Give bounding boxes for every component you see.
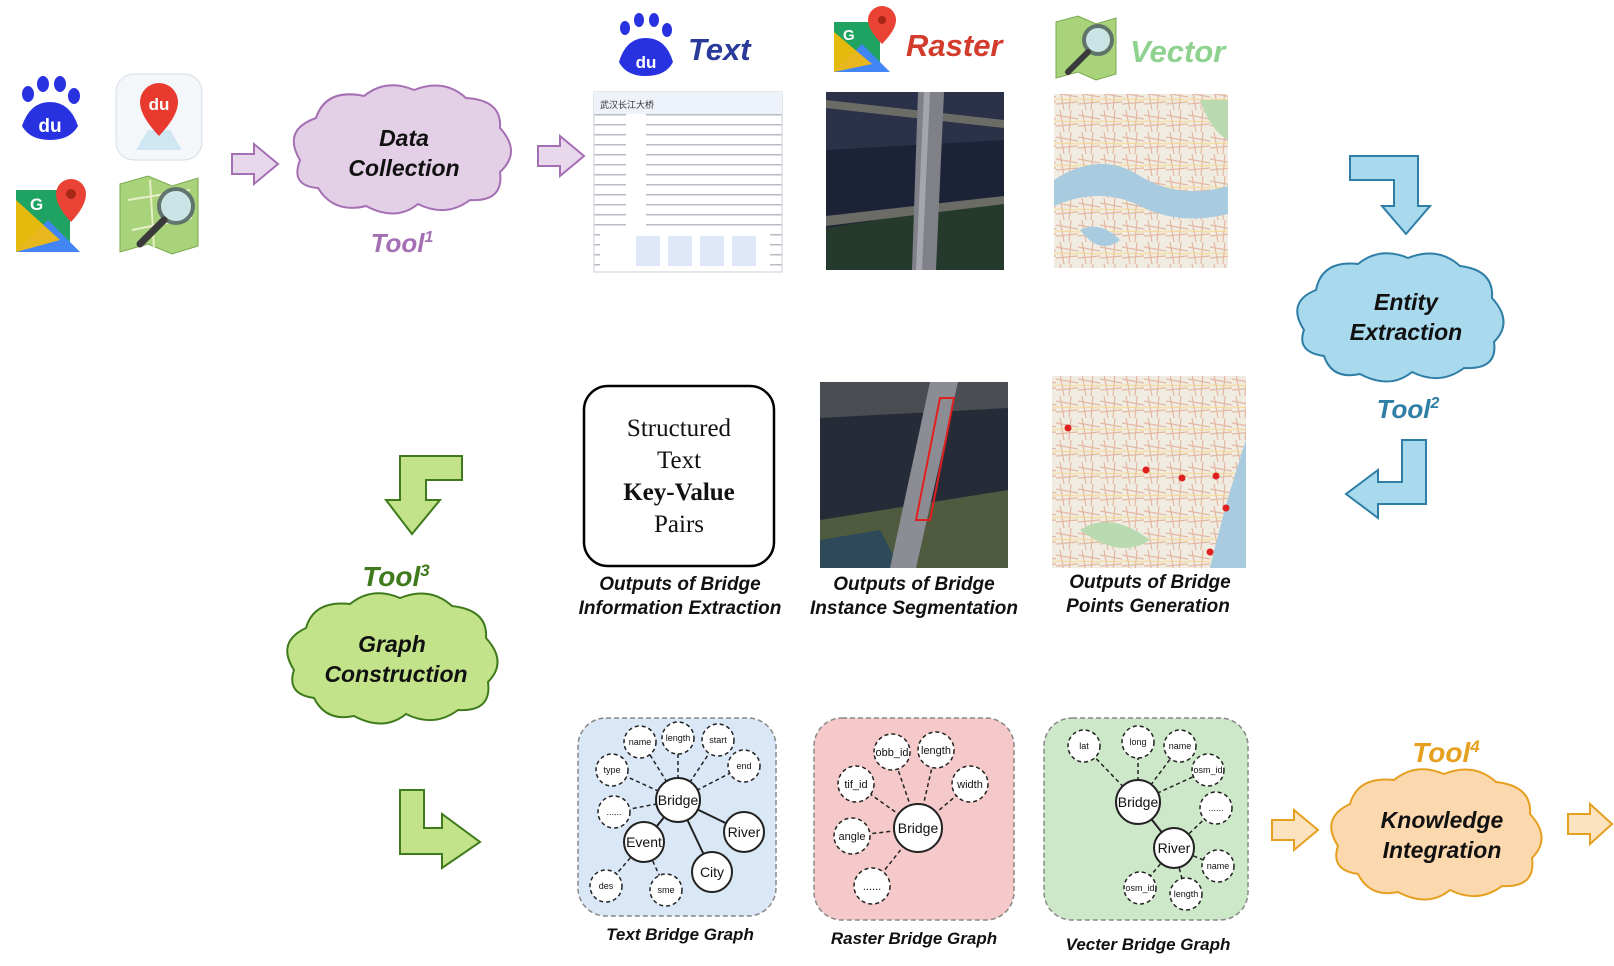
node-bridge: Bridge: [1118, 794, 1159, 810]
attr-node: width: [956, 779, 983, 791]
arrow-right-icon: [231, 141, 280, 187]
arrow-left-icon: [1344, 439, 1427, 520]
bridge-point-icon: [1142, 466, 1150, 474]
points-caption-2: Points Generation: [1066, 596, 1230, 617]
source-vector-label: Vector: [1130, 34, 1227, 69]
vector-bridge-graph: Bridge River lat long name osm_id ......…: [1043, 717, 1249, 921]
tool4-label: Tool4: [1412, 737, 1480, 768]
info-extraction-caption-1: Outputs of Bridge: [599, 574, 761, 595]
baidu-maps-icon: du: [115, 73, 203, 161]
arrow-right-icon: [537, 133, 586, 179]
structured-text-line1: Structured: [627, 415, 732, 442]
knowledge-integration-cloud: Knowledge Integration: [1330, 768, 1543, 901]
arrow-down-icon: [1349, 155, 1433, 236]
doc-title: 武汉长江大桥: [600, 99, 654, 111]
attr-node: lat: [1079, 741, 1089, 751]
attr-node: long: [1129, 737, 1146, 747]
attr-node: type: [603, 765, 620, 775]
bridge-point-icon: [1064, 424, 1072, 432]
baidu-paw-icon: du: [22, 76, 80, 140]
attr-node: osm_id: [1125, 883, 1154, 893]
info-extraction-caption-2: Information Extraction: [579, 598, 782, 619]
attr-node: length: [666, 733, 691, 743]
source-raster-label: Raster: [906, 28, 1004, 63]
google-raster-icon: G: [834, 5, 896, 72]
raster-bridge-graph: Bridge obb_id length tif_id width angle …: [813, 717, 1015, 921]
segmentation-image: [820, 382, 1008, 568]
graph-construction-line2: Construction: [324, 661, 467, 687]
structured-text-box: Structured Text Key-Value Pairs: [582, 384, 776, 568]
raster-satellite-image: [826, 92, 1004, 270]
data-collection-cloud: Data Collection: [292, 84, 512, 215]
node-river: River: [1158, 840, 1191, 856]
baidu-maps-logo-text: du: [149, 95, 170, 114]
attr-node: sme: [657, 885, 674, 895]
tool3-label: Tool3: [362, 561, 430, 592]
entity-extraction-line2: Extraction: [1350, 319, 1462, 345]
attr-node: ......: [606, 807, 621, 817]
bridge-point-icon: [1212, 472, 1220, 480]
source-text-label: Text: [688, 32, 752, 67]
tool2-label: Tool2: [1377, 394, 1440, 424]
attr-node: start: [709, 735, 727, 745]
attr-node: ......: [863, 881, 881, 893]
attr-node: des: [599, 881, 614, 891]
attr-node: name: [629, 737, 652, 747]
node-river: River: [728, 824, 761, 840]
google-logo-text: G: [30, 195, 43, 214]
openstreetmap-icon: [119, 175, 199, 255]
node-event: Event: [626, 834, 662, 850]
arrow-right-icon: [399, 789, 482, 870]
bridge-point-icon: [1222, 504, 1230, 512]
points-caption-1: Outputs of Bridge: [1069, 572, 1231, 593]
tool1-label: Tool1: [371, 228, 434, 258]
structured-text-line3: Key-Value: [623, 479, 735, 506]
knowledge-integration-line2: Integration: [1383, 837, 1502, 863]
entity-extraction-cloud: Entity Extraction: [1296, 252, 1505, 383]
attr-node: osm_id: [1193, 765, 1222, 775]
node-bridge: Bridge: [658, 792, 699, 808]
vector-graph-caption: Vecter Bridge Graph: [1066, 935, 1231, 954]
node-city: City: [700, 864, 724, 880]
segmentation-caption-1: Outputs of Bridge: [833, 574, 995, 595]
attr-node: end: [736, 761, 751, 771]
attr-node: angle: [839, 831, 866, 843]
arrow-down-icon: [383, 455, 463, 536]
baidu-text-logo: du: [636, 53, 657, 72]
points-map-image: [1052, 376, 1246, 568]
data-collection-line2: Collection: [348, 155, 459, 181]
text-graph-caption: Text Bridge Graph: [606, 925, 754, 944]
vector-map-image: [1054, 94, 1228, 268]
attr-node: tif_id: [844, 779, 867, 791]
attr-node: name: [1169, 741, 1192, 751]
text-bridge-graph: Bridge Event River City name length star…: [577, 717, 777, 917]
attr-node: length: [1174, 889, 1199, 899]
attr-node: name: [1207, 861, 1230, 871]
arrow-right-icon: [1271, 807, 1320, 853]
arrow-right-icon: [1567, 801, 1614, 847]
google-raster-logo: G: [843, 27, 855, 44]
baidu-text-icon: du: [619, 13, 673, 76]
raster-graph-caption: Raster Bridge Graph: [831, 929, 997, 948]
baidu-logo-text: du: [38, 116, 61, 137]
google-maps-icon: G: [16, 179, 86, 252]
bridge-point-icon: [1178, 474, 1186, 482]
graph-construction-cloud: Graph Construction: [286, 592, 499, 725]
node-bridge: Bridge: [898, 820, 939, 836]
knowledge-integration-line1: Knowledge: [1381, 807, 1504, 833]
attr-node: length: [921, 745, 951, 757]
text-document-thumbnail: 武汉长江大桥: [593, 91, 783, 273]
structured-text-line4: Pairs: [654, 511, 704, 538]
graph-construction-line1: Graph: [358, 631, 426, 657]
osm-vector-icon: [1055, 15, 1117, 81]
attr-node: obb_id: [875, 747, 908, 759]
bridge-point-icon: [1206, 548, 1214, 556]
data-collection-line1: Data: [379, 125, 429, 151]
segmentation-caption-2: Instance Segmentation: [810, 598, 1018, 619]
attr-node: ......: [1208, 803, 1223, 813]
entity-extraction-line1: Entity: [1374, 289, 1439, 315]
structured-text-line2: Text: [657, 447, 701, 474]
